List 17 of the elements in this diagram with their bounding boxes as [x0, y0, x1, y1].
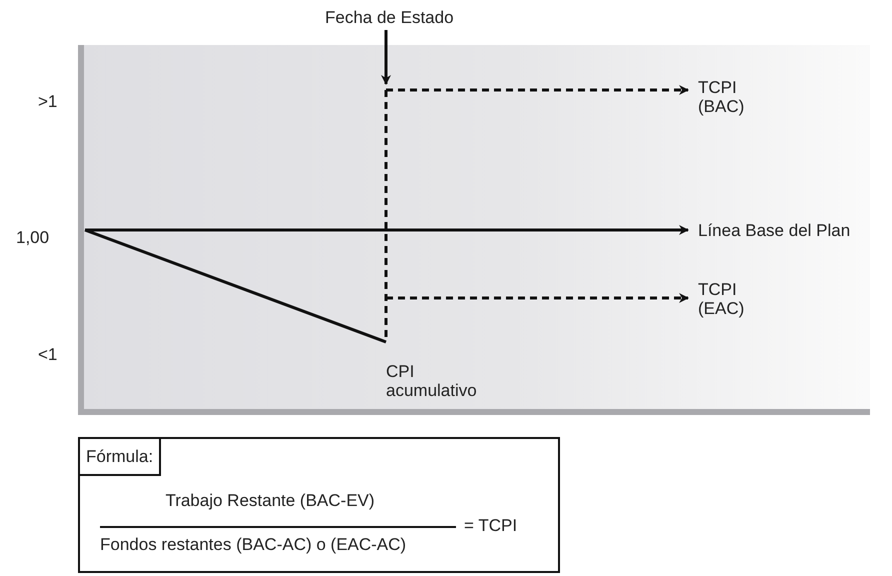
formula-result: = TCPI [464, 516, 518, 535]
arrow [85, 225, 689, 235]
axis-label: 1,00 [16, 228, 50, 247]
arrow [386, 293, 689, 303]
formula-box [78, 437, 560, 573]
axis-label: >1 [38, 92, 58, 111]
baseline-label: Línea Base del Plan [698, 221, 850, 240]
denominator-text: Fondos restantes (BAC-AC) o (EAC-AC) [100, 535, 406, 554]
cpi-label: CPI acumulativo [386, 362, 478, 400]
numerator-text: Trabajo Restante (BAC-EV) [164, 491, 376, 510]
arrow [386, 85, 689, 95]
tcpi-label: TCPI (EAC) [698, 280, 748, 318]
formula-heading: Fórmula: [80, 439, 162, 476]
axis-label: <1 [38, 345, 58, 364]
status-date-label: Fecha de Estado [325, 8, 454, 27]
arrow [381, 30, 391, 85]
tcpi-label: TCPI (BAC) [698, 78, 748, 116]
